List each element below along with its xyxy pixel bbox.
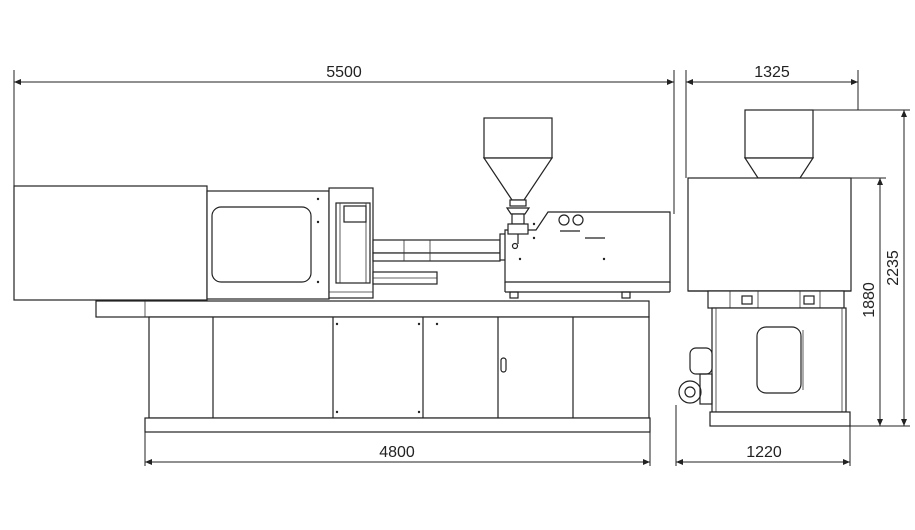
clamp-guard: [206, 190, 330, 300]
dim-side-base-width: 1220: [746, 444, 782, 461]
control-knob-1: [558, 214, 570, 226]
cabinet-handle: [500, 357, 507, 373]
clamp-housing: [13, 185, 208, 301]
side-hopper-top: [744, 109, 814, 159]
base-plinth: [144, 417, 651, 433]
dim-side-top-width: 1325: [754, 64, 790, 81]
dim-overall-length: 5500: [326, 64, 362, 81]
dimension-lines: 5500 4800 1325 1220 2235 1880: [13, 64, 910, 466]
side-lower-body: [711, 307, 847, 413]
front-view: [13, 117, 671, 433]
side-motor: [689, 347, 713, 375]
side-view: [678, 109, 852, 427]
tie-bar-upper: [372, 239, 501, 254]
hopper-top: [483, 117, 553, 159]
side-window: [756, 326, 802, 394]
hopper-cone: [482, 157, 554, 201]
mould-block: [335, 202, 371, 284]
base-cabinet: [148, 316, 650, 419]
side-upper-body: [687, 177, 852, 292]
injection-housing: [504, 211, 671, 283]
dim-base-length: 4800: [379, 444, 415, 461]
side-hopper-cone: [743, 157, 815, 179]
side-pump: [678, 380, 702, 404]
base-top: [95, 300, 650, 318]
dim-overall-height: 2235: [885, 250, 902, 286]
side-plinth: [709, 411, 851, 427]
dim-body-height: 1880: [861, 282, 878, 318]
guard-window: [211, 206, 312, 283]
control-knob-2: [572, 214, 584, 226]
